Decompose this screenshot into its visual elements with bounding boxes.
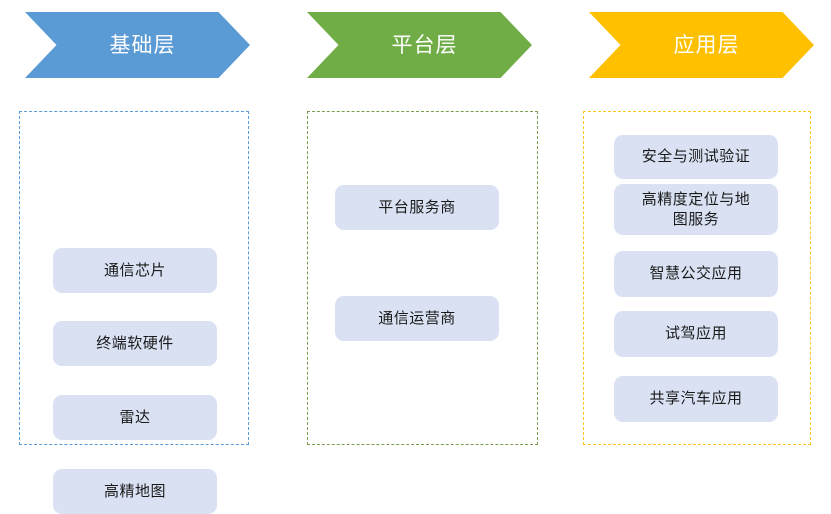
layer-banner-foundation[interactable]: 基础层 — [25, 12, 250, 78]
layer-banner-label: 平台层 — [391, 33, 458, 57]
layer-item-label: 终端软硬件 — [96, 334, 174, 352]
layer-banner-application[interactable]: 应用层 — [589, 12, 814, 78]
layer-item[interactable]: 通信芯片 — [53, 248, 217, 293]
layer-item-label: 共享汽车应用 — [649, 390, 743, 407]
layer-item[interactable]: 终端软硬件 — [53, 321, 217, 366]
layer-banner-platform[interactable]: 平台层 — [307, 12, 532, 78]
layer-panel-foundation: 通信芯片 终端软硬件 雷达 高精地图 — [19, 111, 249, 514]
layer-banner-label: 应用层 — [673, 33, 740, 57]
layer-item-label: 通信芯片 — [103, 261, 166, 279]
layer-item-label: 高精地图 — [103, 482, 166, 500]
layer-item[interactable]: 高精度定位与地 图服务 — [614, 184, 778, 235]
layer-item-label: 安全与测试验证 — [641, 148, 751, 165]
layer-item[interactable]: 共享汽车应用 — [614, 376, 778, 422]
layer-item-label: 试驾应用 — [664, 325, 727, 342]
layer-item[interactable]: 平台服务商 — [335, 185, 499, 230]
layer-item-label: 平台服务商 — [378, 198, 456, 216]
layer-item[interactable]: 试驾应用 — [614, 311, 778, 357]
diagram-canvas: 基础层 平台层 应用层 通信芯片 终端软硬件 雷达 高精地图 平台服务商 通信运… — [19, 12, 814, 514]
layer-item[interactable]: 智慧公交应用 — [614, 251, 778, 297]
layer-item-label: 通信运营商 — [378, 309, 456, 327]
layer-banner-label: 基础层 — [109, 33, 176, 57]
layer-panel-application: 安全与测试验证 高精度定位与地 图服务 智慧公交应用 试驾应用 共享汽车应用 — [583, 111, 811, 445]
layer-item[interactable]: 通信运营商 — [335, 296, 499, 341]
layer-item[interactable]: 安全与测试验证 — [614, 135, 778, 179]
layer-item-label: 高精度定位与地 图服务 — [641, 190, 751, 228]
layer-item[interactable]: 高精地图 — [53, 469, 217, 514]
layer-panel-platform: 平台服务商 通信运营商 — [307, 111, 538, 445]
layer-item-label: 雷达 — [119, 408, 151, 426]
layer-item-label: 智慧公交应用 — [649, 265, 743, 282]
layer-item[interactable]: 雷达 — [53, 395, 217, 440]
